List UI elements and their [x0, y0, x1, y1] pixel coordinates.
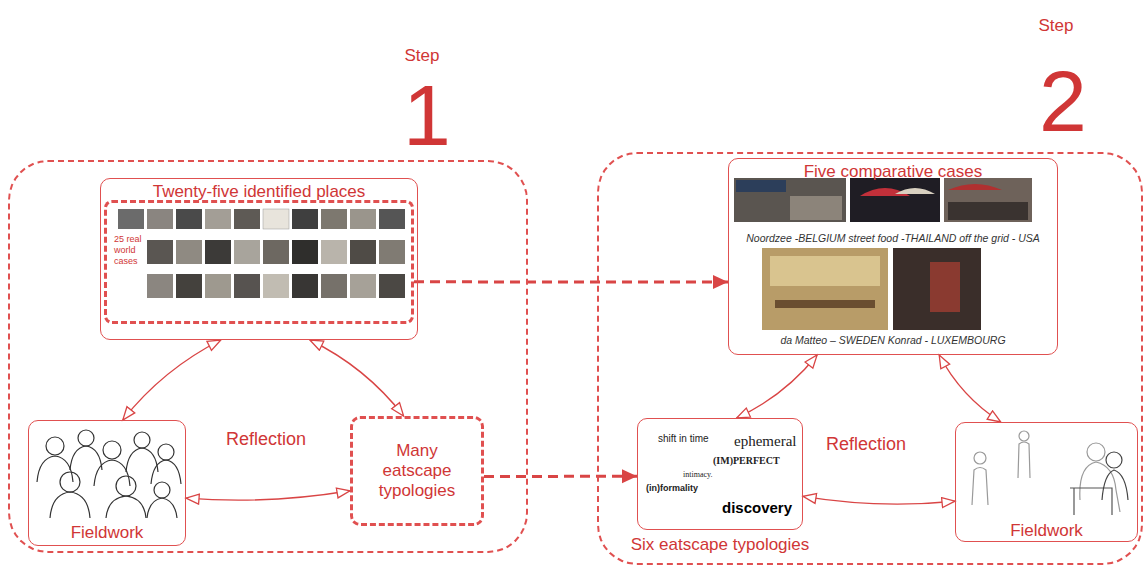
- photo-thumb: [176, 209, 202, 229]
- step-label: Step: [390, 46, 454, 66]
- photo-thumb: [205, 209, 231, 229]
- typologies-box: Many eatscape typologies: [350, 416, 484, 526]
- photo-thumb: [205, 240, 231, 264]
- reflection-arrow: [123, 340, 221, 420]
- reflection-arrow: [310, 340, 404, 416]
- photo-thumb: [321, 240, 347, 264]
- photo-thumb: [147, 240, 173, 264]
- case-photo: [762, 248, 888, 330]
- comparative-cases-box: Five comparative casesNoordzee -BELGIUM …: [728, 158, 1058, 355]
- case-photo: [893, 248, 981, 330]
- typology-word: intimacy.: [683, 470, 727, 480]
- photo-thumb: [176, 274, 202, 298]
- fieldwork-box: Fieldwork: [28, 420, 186, 546]
- case-photo: [850, 178, 940, 222]
- photo-thumb: [292, 240, 318, 264]
- photo-detail: [770, 256, 880, 286]
- reflection-arrow: [737, 355, 818, 418]
- photo-thumb: [234, 209, 260, 229]
- box-label: Fieldwork: [29, 523, 185, 543]
- photo-thumb: [205, 274, 231, 298]
- places-box: Twenty-five identified places 25 real wor…: [100, 178, 418, 340]
- photo-thumb: [292, 274, 318, 298]
- photo-thumb: [263, 240, 289, 264]
- box-heading: Twenty-five identified places: [101, 182, 417, 202]
- photo-thumb: [379, 209, 405, 229]
- step-arrow: [414, 280, 728, 283]
- photo-thumb: [321, 209, 347, 229]
- case-photos: [734, 178, 1032, 330]
- reflection-label: Reflection: [826, 433, 926, 455]
- photo-detail: [895, 188, 935, 194]
- step-number: 1: [395, 72, 459, 158]
- step-arrow: [484, 475, 637, 478]
- step-number: 2: [1031, 58, 1095, 144]
- typology-word: shift in time: [658, 433, 730, 445]
- typology-word: discovery: [722, 499, 798, 517]
- photo-thumb: [379, 240, 405, 264]
- photo-thumb: [263, 274, 289, 298]
- photo-detail: [775, 300, 875, 308]
- fieldwork-sketch-1: [37, 430, 181, 518]
- photo-thumb: [147, 274, 173, 298]
- box-heading: Five comparative cases: [729, 162, 1057, 182]
- photo-thumb: [176, 240, 202, 264]
- reflection-label: Reflection: [226, 428, 326, 450]
- typology-word: (in)formality: [646, 483, 716, 494]
- fieldwork-box: Fieldwork: [955, 422, 1138, 542]
- photo-detail: [930, 262, 960, 312]
- step-label: Step: [1024, 16, 1088, 36]
- box-label: Many eatscape typologies: [367, 441, 467, 501]
- photo-caption: da Matteo – SWEDEN Konrad - LUXEMBOURG: [731, 334, 1055, 347]
- grid-note: 25 real world cases: [114, 234, 146, 267]
- photo-detail: [948, 184, 1002, 190]
- step-region: Step2Five comparative casesNoordzee -BEL…: [597, 152, 1143, 565]
- photo-thumb: [147, 209, 173, 229]
- photo-detail: [790, 196, 842, 220]
- photo-caption: Noordzee -BELGIUM street food -THAILAND …: [731, 232, 1055, 245]
- photo-thumb: [350, 240, 376, 264]
- reflection-arrow: [939, 355, 1001, 422]
- typology-word: (IM)PERFECT: [713, 455, 795, 467]
- photo-thumb: [350, 209, 376, 229]
- photo-thumb: [234, 240, 260, 264]
- photo-thumb: [118, 209, 144, 229]
- fieldwork-sketch-2: [972, 431, 1128, 515]
- cases-grid-box: 25 real world cases: [104, 200, 414, 324]
- case-photo: [944, 178, 1032, 222]
- thumbnail-grid: [118, 209, 405, 298]
- reflection-arrow: [803, 496, 955, 504]
- photo-thumb: [321, 274, 347, 298]
- typology-word: ephemeral: [734, 432, 800, 450]
- six-typologies-box: shift in time ephemeral (IM)PERFECT intimac…: [637, 418, 803, 530]
- photo-thumb: [292, 209, 318, 229]
- photo-thumb: [234, 274, 260, 298]
- step-region: Step1Twenty-five identified places25 rea…: [8, 160, 528, 553]
- photo-thumb: [379, 274, 405, 298]
- photo-detail: [948, 202, 1028, 220]
- photo-detail: [736, 180, 786, 192]
- box-label: Fieldwork: [956, 521, 1137, 541]
- box-label: Six eatscape typologies: [620, 535, 820, 555]
- reflection-arrow: [186, 491, 350, 500]
- photo-thumb: [263, 209, 289, 229]
- photo-thumb: [350, 274, 376, 298]
- case-photo: [734, 178, 846, 222]
